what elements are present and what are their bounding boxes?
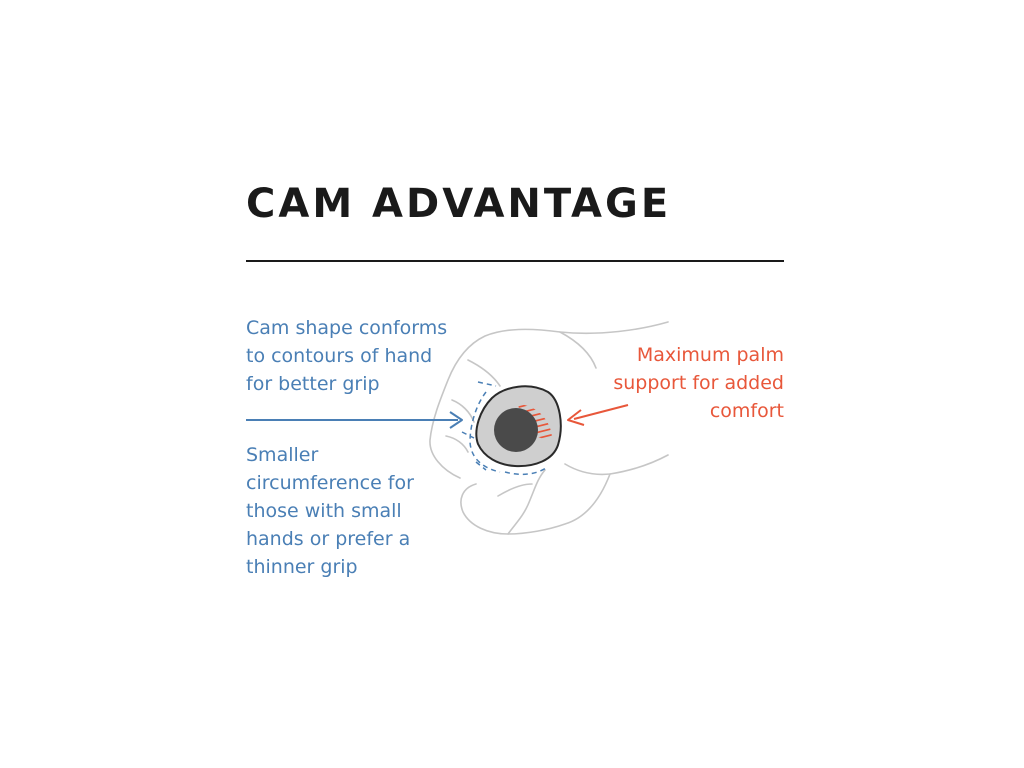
grip-core: [494, 408, 538, 452]
arrow-to-grip-right: [567, 404, 629, 426]
diagram-title: CAM ADVANTAGE: [246, 181, 672, 227]
label-palm-support: Maximum palm support for added comfort: [613, 344, 784, 422]
title-divider: [246, 260, 784, 262]
cam-grip-cross-section: [475, 385, 562, 468]
label-cam-shape: Cam shape conforms to contours of hand f…: [246, 317, 448, 395]
hand-contour-dashes: [461, 381, 547, 476]
label-smaller-circumference: Smaller circumference for those with sma…: [246, 444, 414, 578]
hand-outline: [429, 321, 669, 535]
arrow-to-grip-left: [246, 411, 463, 429]
